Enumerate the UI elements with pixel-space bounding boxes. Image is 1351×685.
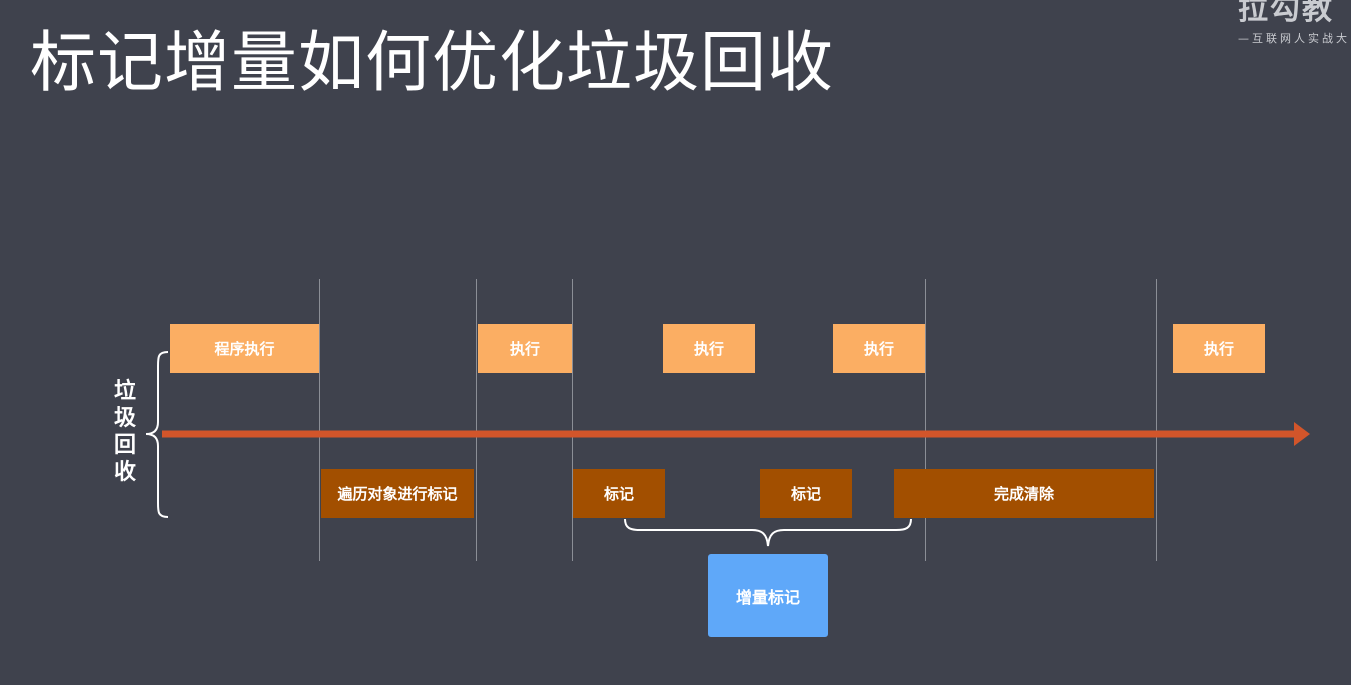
phase-divider: [319, 279, 320, 561]
page-title: 标记增量如何优化垃圾回收: [30, 24, 834, 101]
program-exec-block: 执行: [833, 324, 925, 373]
axis-brace: [145, 351, 169, 518]
incremental-brace: [624, 518, 912, 547]
gc-phase-block: 标记: [573, 469, 665, 518]
gc-phase-block: 标记: [760, 469, 852, 518]
phase-divider: [925, 279, 926, 561]
gc-phase-block: 完成清除: [894, 469, 1154, 518]
brand-logo: 拉勾教: [1238, 0, 1334, 27]
program-exec-block: 程序执行: [170, 324, 319, 373]
phase-divider: [476, 279, 477, 561]
program-exec-block: 执行: [1173, 324, 1265, 373]
program-exec-block: 执行: [478, 324, 572, 373]
gc-axis-label: 垃圾回收: [113, 379, 136, 485]
gc-phase-block: 遍历对象进行标记: [321, 469, 474, 518]
program-exec-block: 执行: [663, 324, 755, 373]
incremental-marking-box: 增量标记: [708, 554, 828, 637]
phase-divider: [1156, 279, 1157, 561]
brand-tagline: —互联网人实战大: [1238, 32, 1350, 45]
phase-divider: [572, 279, 573, 561]
timeline-arrow-head: [1294, 422, 1310, 446]
